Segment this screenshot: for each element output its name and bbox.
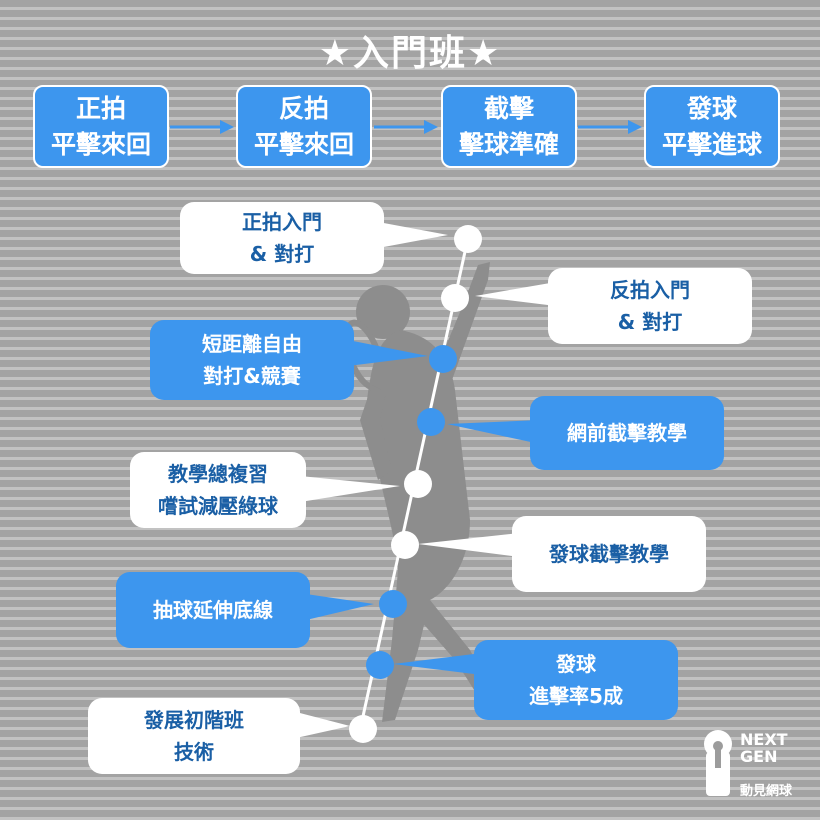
milestone-text: & 對打 (249, 242, 315, 266)
milestone-dot (391, 531, 419, 559)
milestone-bubble-net-volley: 網前截擊教學 (530, 396, 724, 470)
milestone-dot (429, 345, 457, 373)
milestone-text: 發球 (556, 652, 596, 676)
keyhole-icon (704, 730, 732, 796)
step-serve-label: 發球 (686, 93, 737, 123)
bubble-tail (300, 476, 400, 502)
bubble-tail (348, 340, 428, 366)
arrow-right-icon (170, 120, 234, 134)
milestone-text: 短距離自由 (202, 332, 302, 356)
milestone-text: 發球截擊教學 (549, 542, 669, 566)
bubble-tail (306, 594, 374, 620)
milestone-bubble-backhand-intro: 反拍入門 & 對打 (548, 268, 752, 344)
arrow-right-icon (374, 120, 438, 134)
logo-text: 動見網球 (740, 784, 793, 799)
milestone-dot (441, 284, 469, 312)
step-volley-detail: 擊球準確 (458, 129, 559, 159)
bubble-tail (296, 712, 350, 738)
milestone-dot (417, 408, 445, 436)
step-backhand: 反拍 平擊來回 (236, 85, 372, 168)
milestone-dot (404, 470, 432, 498)
milestone-text: 抽球延伸底線 (153, 598, 273, 622)
milestone-text: 發展初階班 (144, 708, 244, 732)
milestone-bubble-review: 教學總複習 嚐試減壓綠球 (130, 452, 306, 528)
milestone-text: 正拍入門 (242, 210, 322, 234)
step-volley-label: 截擊 (483, 93, 534, 123)
milestone-text: 網前截擊教學 (567, 421, 687, 445)
arrow-right-icon (578, 120, 642, 134)
step-serve-detail: 平擊進球 (661, 129, 762, 159)
bubble-tail (475, 282, 556, 306)
logo-text: NEXT (740, 730, 788, 749)
milestone-text: 進擊率5成 (529, 684, 623, 708)
milestone-dot (366, 651, 394, 679)
milestone-dot (349, 715, 377, 743)
step-backhand-label: 反拍 (278, 93, 329, 123)
milestone-bubble-serve-rate: 發球 進擊率5成 (474, 640, 678, 720)
step-serve: 發球 平擊進球 (644, 85, 780, 168)
milestone-text: 反拍入門 (610, 278, 690, 302)
step-forehand: 正拍 平擊來回 (33, 85, 169, 168)
milestone-bubble-serve-volley: 發球截擊教學 (512, 516, 706, 592)
logo-text: GEN (740, 747, 778, 766)
milestone-text: 對打&競賽 (203, 364, 301, 388)
brand-logo: NEXT GEN 動見網球 (700, 728, 800, 800)
milestone-text: & 對打 (617, 310, 683, 334)
step-backhand-detail: 平擊來回 (253, 129, 354, 159)
milestone-text: 技術 (174, 740, 214, 764)
milestone-bubble-baseline-drive: 抽球延伸底線 (116, 572, 310, 648)
step-forehand-label: 正拍 (75, 93, 126, 123)
milestone-bubble-forehand-intro: 正拍入門 & 對打 (180, 202, 384, 274)
step-forehand-detail: 平擊來回 (50, 129, 151, 159)
milestone-bubble-next-level: 發展初階班 技術 (88, 698, 300, 774)
page-title: ★入門班★ (318, 33, 502, 74)
bubble-tail (418, 533, 520, 557)
step-volley: 截擊 擊球準確 (441, 85, 577, 168)
milestone-text: 教學總複習 (168, 462, 268, 486)
bubble-tail (378, 222, 448, 248)
bubble-tail (447, 420, 540, 444)
milestone-bubble-short-rally: 短距離自由 對打&競賽 (150, 320, 354, 400)
milestone-text: 嚐試減壓綠球 (158, 494, 278, 518)
milestone-dot (379, 590, 407, 618)
milestone-dot (454, 225, 482, 253)
bubble-tail (393, 652, 490, 676)
